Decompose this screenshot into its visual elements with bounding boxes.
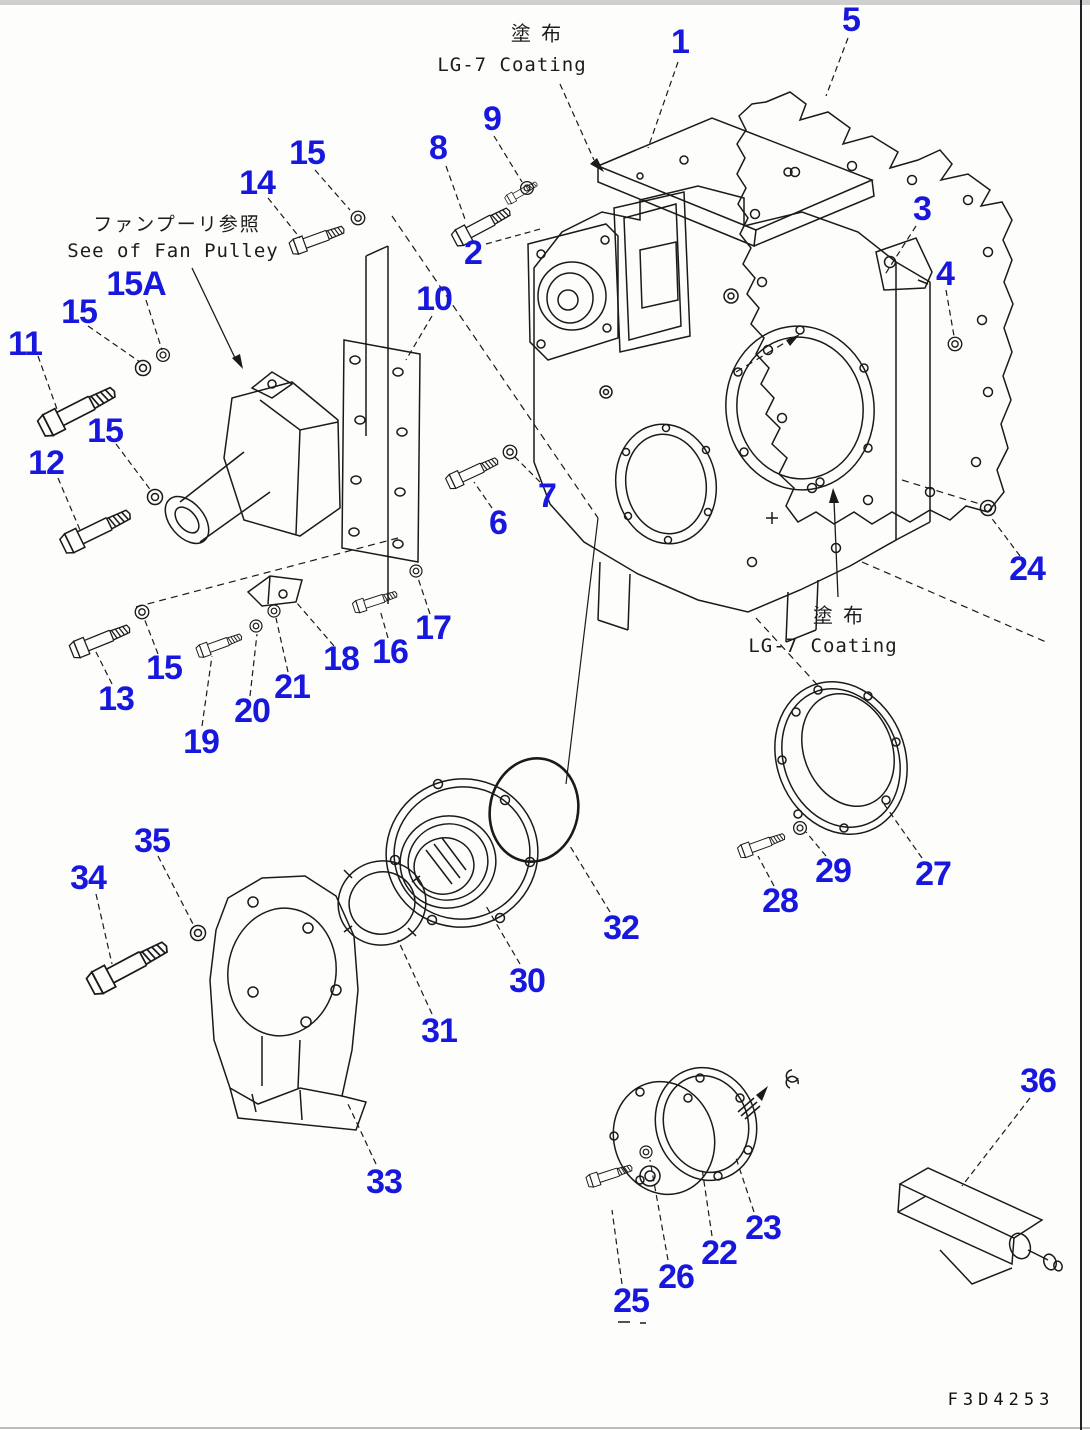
case-front-opening <box>725 325 875 491</box>
callout-25: 25 <box>613 1282 650 1320</box>
gasket-bolt-holes <box>749 160 994 506</box>
callout-23: 23 <box>745 1209 782 1247</box>
callout-15: 15 <box>146 649 183 687</box>
coating-note-top-en: LG-7 Coating <box>437 54 587 76</box>
callout-19: 19 <box>183 723 220 761</box>
front-plate-part <box>527 223 619 361</box>
bolt-28 <box>736 829 788 860</box>
washer-15-left <box>134 359 152 377</box>
coating-arrow-mid <box>829 488 839 503</box>
bolt-12 <box>57 503 136 557</box>
oring-alignment-line <box>565 517 599 785</box>
callout-3: 3 <box>913 190 932 228</box>
callout-18: 18 <box>323 640 360 678</box>
washer-15-top <box>350 210 366 226</box>
callout-30: 30 <box>509 962 546 1000</box>
oil-seal-part <box>337 860 427 946</box>
callout-7: 7 <box>538 477 557 515</box>
callout-14: 14 <box>239 164 276 202</box>
callout-15: 15 <box>61 293 98 331</box>
bolt-13 <box>67 619 134 661</box>
callout-28: 28 <box>762 882 799 920</box>
bracket-part <box>209 875 367 1131</box>
bolt-25 <box>584 1160 635 1189</box>
bar-part <box>897 1167 1063 1285</box>
callout-15: 15 <box>87 412 124 450</box>
callout-12: 12 <box>28 444 65 482</box>
seal-carrier-part <box>385 778 539 928</box>
callout-24: 24 <box>1009 550 1046 588</box>
mount-plate-part <box>341 245 421 604</box>
callout-16: 16 <box>372 633 409 671</box>
round-cover-part <box>774 681 908 835</box>
washer-24 <box>979 499 997 517</box>
case-lower-opening <box>614 423 718 545</box>
callout-4: 4 <box>936 255 955 293</box>
callout-21: 21 <box>274 668 311 706</box>
washer-29 <box>792 820 808 836</box>
callout-6: 6 <box>489 504 508 542</box>
bolt-6 <box>444 452 502 492</box>
coating-note-mid-jp: 塗 布 <box>812 603 866 628</box>
gasket-part <box>736 91 1014 525</box>
washers <box>134 180 997 1159</box>
washer-35 <box>189 924 207 942</box>
washer-15a <box>155 347 171 363</box>
timing-case-part <box>533 117 931 643</box>
callout-22: 22 <box>701 1234 738 1272</box>
washer-17 <box>409 564 423 578</box>
callout-leader-lines <box>37 37 1031 1285</box>
bolt-16 <box>351 587 400 615</box>
coating-arrow-top <box>590 158 604 172</box>
callout-34: 34 <box>70 859 107 897</box>
washer-15-mid <box>146 488 164 506</box>
fan-pulley-note-en: See of Fan Pulley <box>67 240 279 262</box>
o-ring-part <box>488 757 580 863</box>
callout-20: 20 <box>234 692 271 730</box>
callout-8: 8 <box>429 129 448 167</box>
callout-31: 31 <box>421 1012 458 1050</box>
fan-drive-housing-part <box>164 371 341 545</box>
bolt-19 <box>194 629 245 660</box>
callout-27: 27 <box>915 855 952 893</box>
washer-26 <box>639 1145 653 1159</box>
washer-21 <box>267 604 281 618</box>
callout-33: 33 <box>366 1163 403 1201</box>
callout-29: 29 <box>815 852 852 890</box>
fan-pulley-arrow <box>232 354 243 369</box>
callout-26: 26 <box>658 1258 695 1296</box>
callout-17: 17 <box>415 609 452 647</box>
sheet-bottom-edge <box>0 1427 1090 1429</box>
callout-13: 13 <box>98 680 135 718</box>
washer-20 <box>249 619 263 633</box>
callout-10: 10 <box>416 280 453 318</box>
fan-pulley-note-jp: ファンプーリ参照 <box>93 213 261 236</box>
sheet-top-edge <box>0 0 1090 5</box>
callout-32: 32 <box>603 909 640 947</box>
callout-2: 2 <box>464 234 483 272</box>
bolt-14 <box>287 221 348 257</box>
callout-9: 9 <box>483 100 502 138</box>
callout-15A: 15A <box>106 265 166 303</box>
callout-15: 15 <box>289 134 326 172</box>
bolt-34 <box>84 934 173 998</box>
callout-35: 35 <box>134 822 171 860</box>
triangular-plate-part <box>246 575 303 607</box>
small-bracket-part <box>875 237 963 352</box>
callout-1: 1 <box>671 23 690 61</box>
case-coating-arrow <box>786 334 800 346</box>
drawing-code: F3D4253 <box>947 1390 1055 1410</box>
callout-11: 11 <box>8 325 43 363</box>
callout-36: 36 <box>1020 1062 1057 1100</box>
callout-5: 5 <box>842 1 861 39</box>
construction-lines <box>135 215 1047 691</box>
coating-note-top-jp: 塗 布 <box>510 21 564 46</box>
annotation-arrows <box>191 83 839 598</box>
small-cover-part <box>609 1066 799 1324</box>
coating-note-mid-en: LG-7 Coating <box>748 635 898 657</box>
